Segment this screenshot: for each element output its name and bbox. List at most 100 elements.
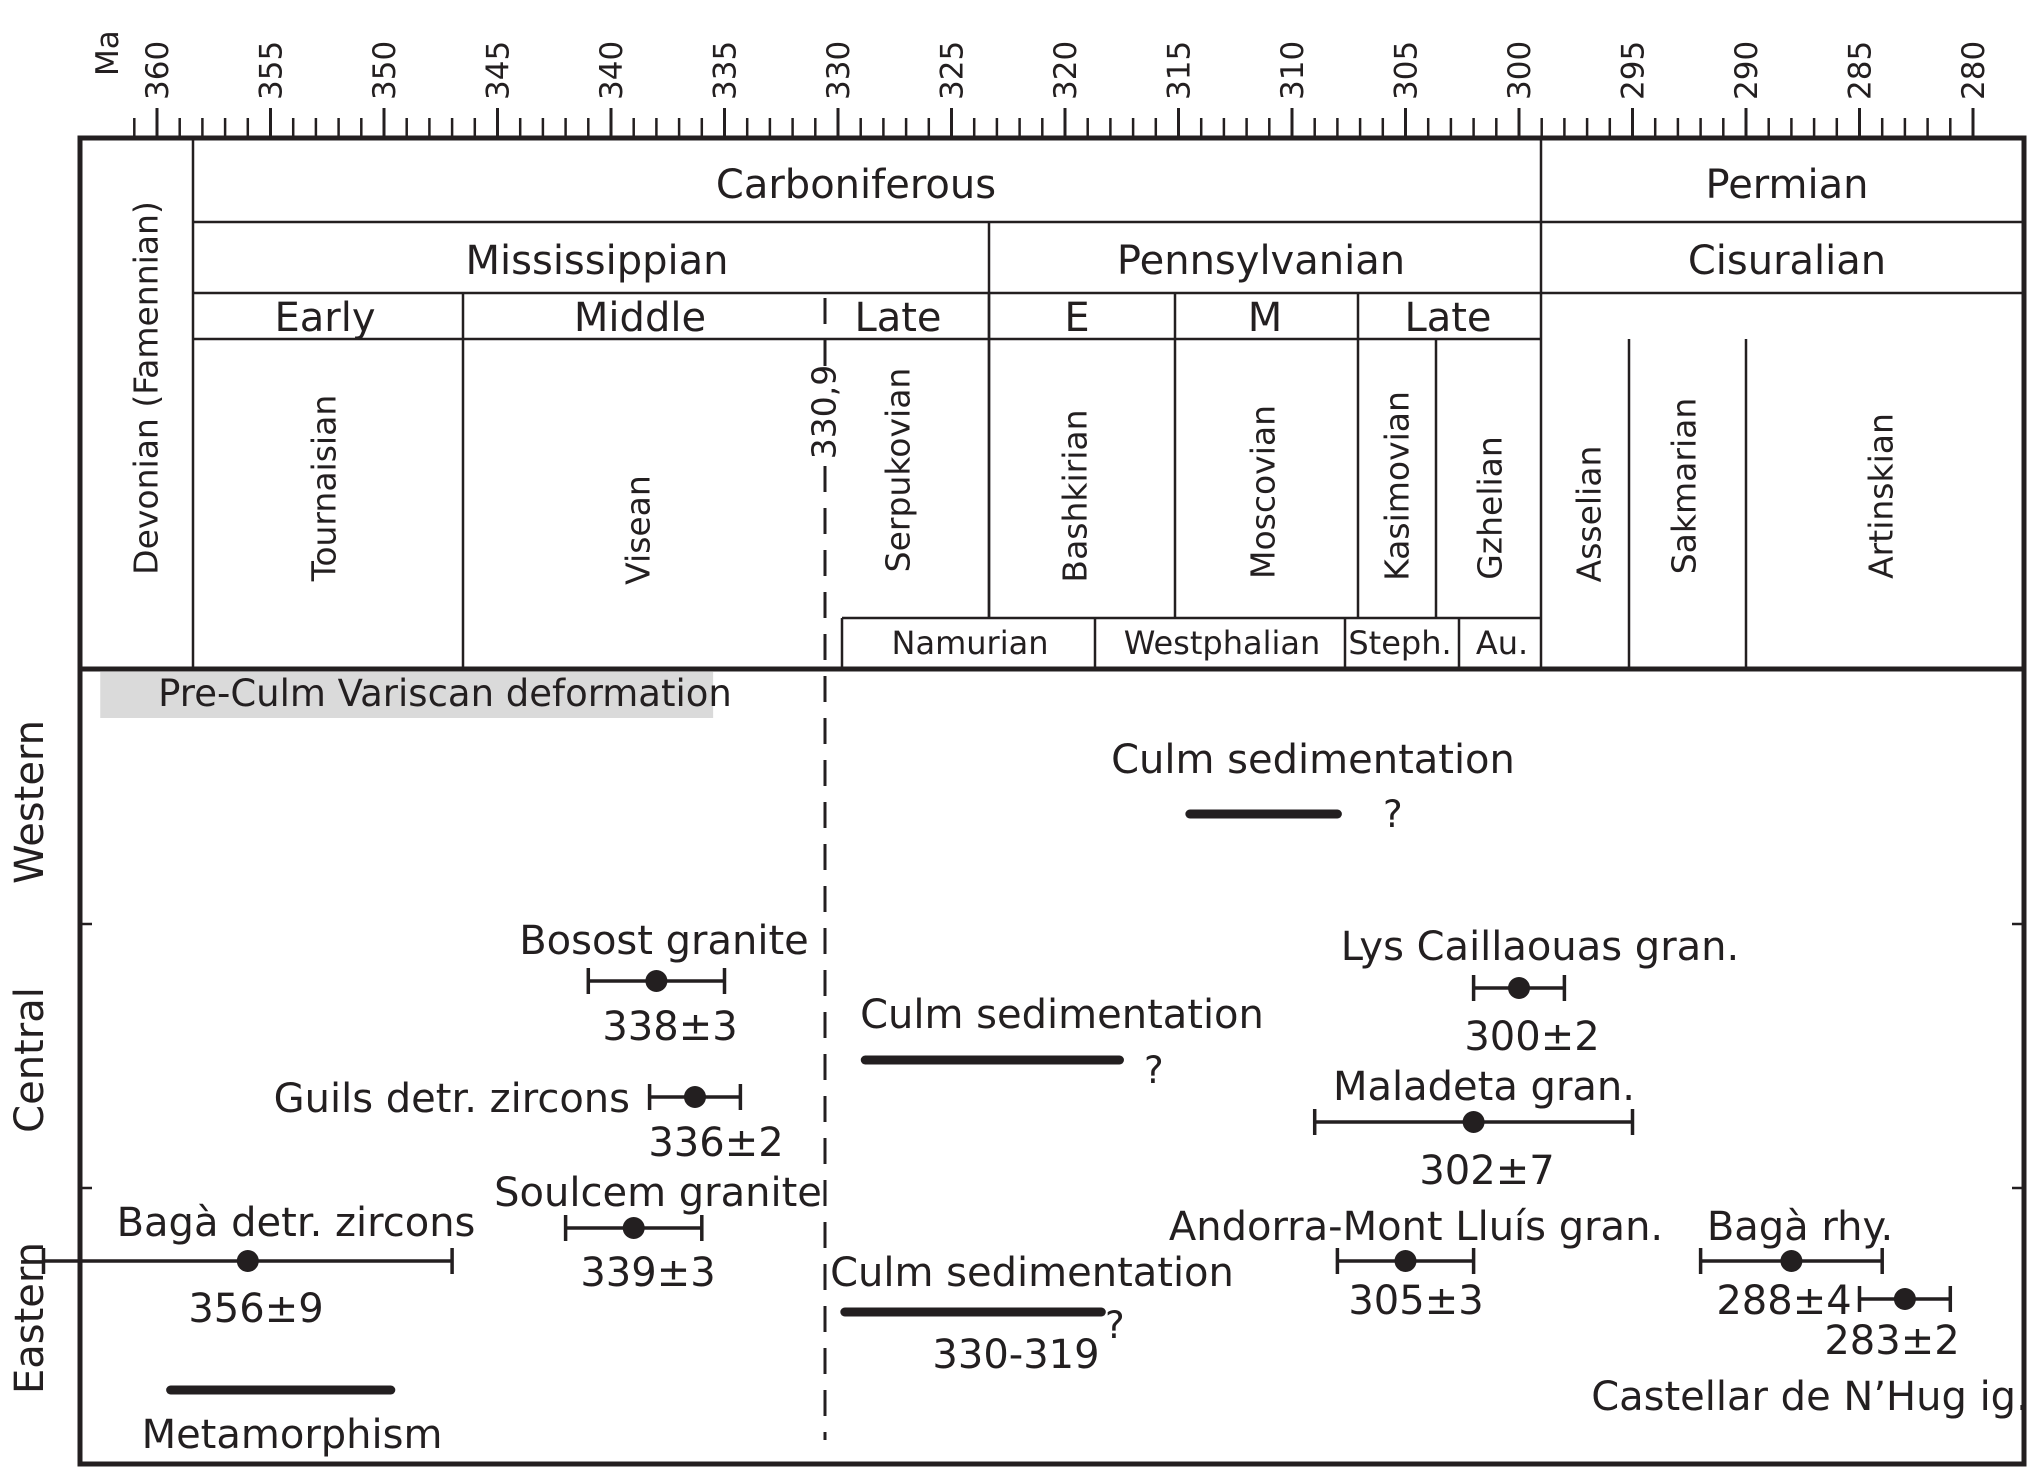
boundary-marker-label: 330,9: [805, 365, 844, 459]
subepoch-m: M: [1248, 295, 1283, 341]
age-point: [645, 970, 668, 992]
stage-bashkirian: Bashkirian: [1056, 409, 1095, 582]
baga-rhy-errorbar: [1698, 1248, 1884, 1274]
regional-namurian: Namurian: [892, 624, 1049, 662]
castellar-label: Castellar de N’Hug ig.: [1591, 1374, 2029, 1420]
axis-tick-label: 280: [1956, 41, 1992, 100]
deformation-label: Pre-Culm Variscan deformation: [158, 672, 732, 715]
age-point: [622, 1217, 645, 1239]
culm-eastern-query: ?: [1105, 1304, 1125, 1347]
epoch-pennsylvanian: Pennsylvanian: [1117, 238, 1405, 284]
culm-eastern-range-label: 330-319: [932, 1332, 1099, 1378]
axis-tick-label: 295: [1616, 41, 1652, 100]
stage-tournaisian: Tournaisian: [305, 395, 344, 582]
axis-tick-label: 300: [1502, 41, 1538, 100]
axis-tick-label: 305: [1389, 41, 1425, 100]
guils-zircons-age: 336±2: [648, 1120, 783, 1166]
subepoch-early: Early: [274, 295, 375, 341]
stage-kasimovian: Kasimovian: [1378, 391, 1417, 581]
axis-tick-labels: 360 355 350 345 340 335 330 325 320 315 310 305 300 2…: [140, 41, 1992, 100]
baga-rhy-label: Bagà rhy.: [1707, 1204, 1893, 1250]
deformation-band: [100, 672, 714, 718]
regional-autunian: Au.: [1476, 624, 1528, 662]
outer-frame: [77, 135, 2027, 1467]
period-carboniferous: Carboniferous: [716, 162, 996, 208]
timescale-labels: Carboniferous Permian Mississippian Penn…: [127, 162, 1901, 662]
stage-asselian: Asselian: [1570, 446, 1609, 583]
lys-caillaouas-errorbar: [1471, 975, 1567, 1001]
guils-zircons-errorbar: [647, 1084, 743, 1110]
sector-labels: Western Central Eastern: [7, 720, 53, 1394]
events: Pre-Culm Variscan deformation Culm sedim…: [41, 672, 2029, 1458]
epoch-mississippian: Mississippian: [466, 238, 729, 284]
age-point: [1508, 977, 1530, 999]
lys-caillaouas-age: 300±2: [1464, 1014, 1599, 1060]
maladeta-errorbar: [1312, 1109, 1635, 1135]
sector-eastern: Eastern: [7, 1242, 53, 1394]
bosost-granite-errorbar: [586, 968, 727, 994]
maladeta-age: 302±7: [1419, 1148, 1554, 1194]
axis-tick-label: 335: [708, 41, 744, 100]
stage-gzhelian: Gzhelian: [1471, 436, 1510, 580]
baga-zircons-label: Bagà detr. zircons: [117, 1200, 476, 1246]
andorra-errorbar: [1335, 1248, 1476, 1274]
subepoch-late: Late: [854, 295, 941, 341]
stage-sakmarian: Sakmarian: [1665, 398, 1704, 575]
timescale-frame: [77, 135, 2027, 1467]
guils-zircons-label: Guils detr. zircons: [274, 1076, 630, 1122]
axis-tick-label: 350: [367, 41, 403, 100]
axis-tick-label: 290: [1729, 41, 1765, 100]
axis-tick-label: 315: [1162, 41, 1198, 100]
culm-central-query: ?: [1144, 1049, 1164, 1092]
soulcem-granite-age: 339±3: [580, 1250, 715, 1296]
sector-western: Western: [7, 720, 53, 884]
andorra-age: 305±3: [1348, 1278, 1483, 1324]
subepoch-middle: Middle: [574, 295, 706, 341]
metamorphism-label: Metamorphism: [142, 1412, 443, 1458]
age-point: [1462, 1111, 1485, 1133]
sector-central: Central: [7, 987, 53, 1133]
culm-central-label: Culm sedimentation: [860, 992, 1264, 1038]
culm-eastern-label: Culm sedimentation: [830, 1250, 1234, 1296]
stage-visean: Visean: [619, 475, 658, 585]
subepoch-late-2: Late: [1404, 295, 1491, 341]
culm-western-label: Culm sedimentation: [1111, 737, 1515, 783]
stage-artinskian: Artinskian: [1862, 413, 1901, 579]
bosost-granite-age: 338±3: [602, 1004, 737, 1050]
stage-devonian: Devonian (Famennian): [127, 201, 166, 575]
castellar-age: 283±2: [1824, 1318, 1959, 1364]
age-point: [683, 1086, 706, 1108]
bosost-granite-label: Bosost granite: [519, 918, 809, 964]
regional-stephanian: Steph.: [1348, 624, 1451, 662]
axis-tick-label: 310: [1275, 41, 1311, 100]
castellar-errorbar: [1857, 1286, 1953, 1312]
axis-tick-label: 285: [1843, 41, 1879, 100]
age-point: [236, 1250, 259, 1272]
axis-tick-label: 345: [481, 41, 517, 100]
axis-ticks: [133, 108, 1975, 138]
axis-tick-label: 320: [1048, 41, 1084, 100]
axis-tick-label: 360: [140, 41, 176, 100]
axis-tick-label: 330: [821, 41, 857, 100]
age-point: [1394, 1250, 1417, 1272]
axis-tick-label: 340: [594, 41, 630, 100]
axis-tick-label: 355: [254, 41, 290, 100]
lys-caillaouas-label: Lys Caillaouas gran.: [1341, 924, 1739, 970]
age-point: [1893, 1288, 1916, 1310]
baga-zircons-errorbar: [41, 1248, 454, 1274]
subepoch-e: E: [1064, 295, 1089, 341]
maladeta-label: Maladeta gran.: [1333, 1064, 1635, 1110]
axis-unit-label: Ma: [90, 30, 126, 76]
andorra-label: Andorra-Mont Lluís gran.: [1169, 1204, 1663, 1250]
age-point: [1780, 1250, 1803, 1272]
epoch-cisuralian: Cisuralian: [1688, 238, 1886, 284]
baga-rhy-age: 288±4: [1716, 1278, 1851, 1324]
soulcem-granite-errorbar: [563, 1215, 704, 1241]
period-permian: Permian: [1706, 162, 1869, 208]
regional-westphalian: Westphalian: [1124, 624, 1321, 662]
baga-zircons-age: 356±9: [188, 1286, 323, 1332]
axis-tick-label: 325: [935, 41, 971, 100]
culm-western-query: ?: [1383, 793, 1403, 836]
stage-moscovian: Moscovian: [1244, 405, 1283, 579]
